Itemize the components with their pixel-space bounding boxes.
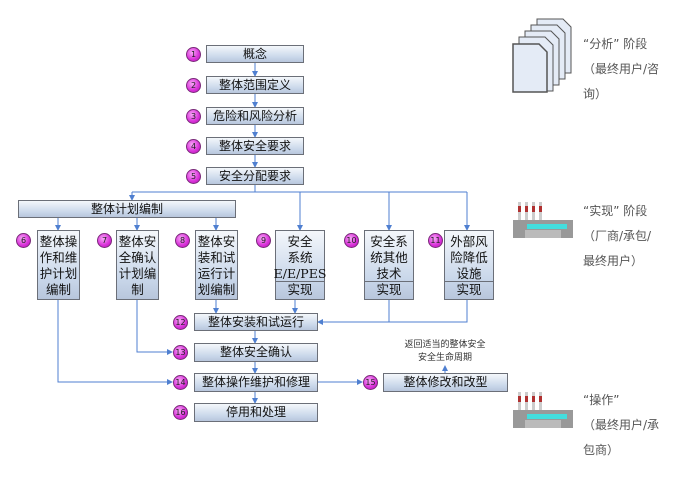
overall-planning-bar[interactable]: 整体计划编制 — [18, 200, 236, 218]
phase-text: （最终用户/咨 — [583, 62, 660, 76]
step-number: 10 — [344, 233, 359, 248]
step-number: 13 — [173, 345, 188, 360]
step-box-scope[interactable]: 整体范围定义 — [206, 76, 304, 94]
realization-label: 实现 — [276, 281, 324, 299]
phase-text: “分析” 阶段 — [583, 37, 648, 51]
step-number: 8 — [175, 233, 190, 248]
phase-text: （最终用户/承 — [583, 418, 660, 432]
step-number: 1 — [186, 47, 201, 62]
step-box-allocation[interactable]: 安全分配要求 — [206, 167, 304, 185]
plan-box-operation-maintenance[interactable]: 整体操作和维护计划编制 — [37, 230, 80, 300]
box-text: 安全系 — [370, 234, 408, 249]
phase-text: “操作” — [583, 393, 620, 407]
box-text: 整体安 — [197, 234, 236, 249]
box-text: 运行计 — [197, 266, 236, 281]
box-text: 设施 — [456, 266, 482, 281]
step-number: 11 — [428, 233, 443, 248]
step-box-safety-requirements[interactable]: 整体安全要求 — [206, 137, 304, 155]
box-text: 制 — [131, 282, 144, 297]
step-number: 14 — [173, 375, 188, 390]
realization-label: 实现 — [445, 281, 493, 299]
factory-icon — [513, 392, 573, 428]
step-box-decommissioning[interactable]: 停用和处理 — [194, 403, 318, 422]
phase-text: “实现” 阶段 — [583, 204, 648, 218]
phase-text: 最终用户） — [583, 254, 644, 268]
box-text: 编制 — [45, 282, 71, 297]
box-text: 划编制 — [197, 282, 236, 297]
phase-text: （厂商/承包/ — [583, 229, 652, 243]
realize-box-other-tech[interactable]: 安全系统其他技术实现 — [364, 230, 414, 300]
step-box-hazard-analysis[interactable]: 危险和风险分析 — [206, 107, 304, 125]
step-box-modification[interactable]: 整体修改和改型 — [383, 373, 508, 392]
phase-realization-label: “实现” 阶段 （厂商/承包/最终用户） — [583, 199, 651, 274]
phase-text: 询） — [583, 87, 608, 101]
box-text: 整体操 — [39, 234, 78, 249]
step-number: 3 — [186, 109, 201, 124]
factory-icon — [513, 202, 573, 238]
step-number: 4 — [186, 139, 201, 154]
box-text: 作和维 — [39, 250, 78, 265]
note-line: 返回适当的整体安全 — [404, 340, 486, 350]
step-number: 16 — [173, 405, 188, 420]
phase-analysis-label: “分析” 阶段 （最终用户/咨询） — [583, 32, 659, 107]
box-text: 安全 — [287, 234, 313, 249]
return-note: 返回适当的整体安全安全生命周期 — [385, 339, 505, 365]
note-line: 安全生命周期 — [417, 353, 472, 363]
step-box-concept[interactable]: 概念 — [206, 45, 304, 63]
box-text: 全确认 — [118, 250, 157, 265]
box-text: 计划编 — [118, 266, 157, 281]
plan-box-installation[interactable]: 整体安装和试运行计划编制 — [195, 230, 238, 300]
plan-box-validation[interactable]: 整体安全确认计划编制 — [116, 230, 159, 300]
box-text: 外部风 — [450, 234, 488, 249]
box-text: 护计划 — [39, 266, 78, 281]
step-box-installation-commissioning[interactable]: 整体安装和试运行 — [194, 313, 318, 331]
step-number: 7 — [97, 233, 112, 248]
box-text: 技术 — [376, 266, 402, 281]
phase-text: 包商） — [583, 443, 620, 457]
step-number: 5 — [186, 169, 201, 184]
box-text: 系统 — [287, 250, 313, 265]
step-number: 9 — [256, 233, 271, 248]
step-number: 15 — [363, 375, 378, 390]
step-number: 2 — [186, 78, 201, 93]
box-text: 装和试 — [197, 250, 236, 265]
box-text: 整体安 — [118, 234, 157, 249]
step-box-validation[interactable]: 整体安全确认 — [194, 343, 318, 362]
step-box-operation-maintenance[interactable]: 整体操作维护和修理 — [194, 373, 318, 392]
realization-label: 实现 — [365, 281, 413, 299]
step-number: 6 — [16, 233, 31, 248]
realize-box-external-risk[interactable]: 外部风险降低设施实现 — [444, 230, 494, 300]
box-text: 统其他 — [370, 250, 408, 265]
phase-operation-label: “操作” （最终用户/承包商） — [583, 388, 659, 463]
box-text: E/E/PES — [273, 266, 327, 281]
documents-icon — [512, 18, 572, 93]
box-text: 险降低 — [450, 250, 488, 265]
step-number: 12 — [173, 315, 188, 330]
